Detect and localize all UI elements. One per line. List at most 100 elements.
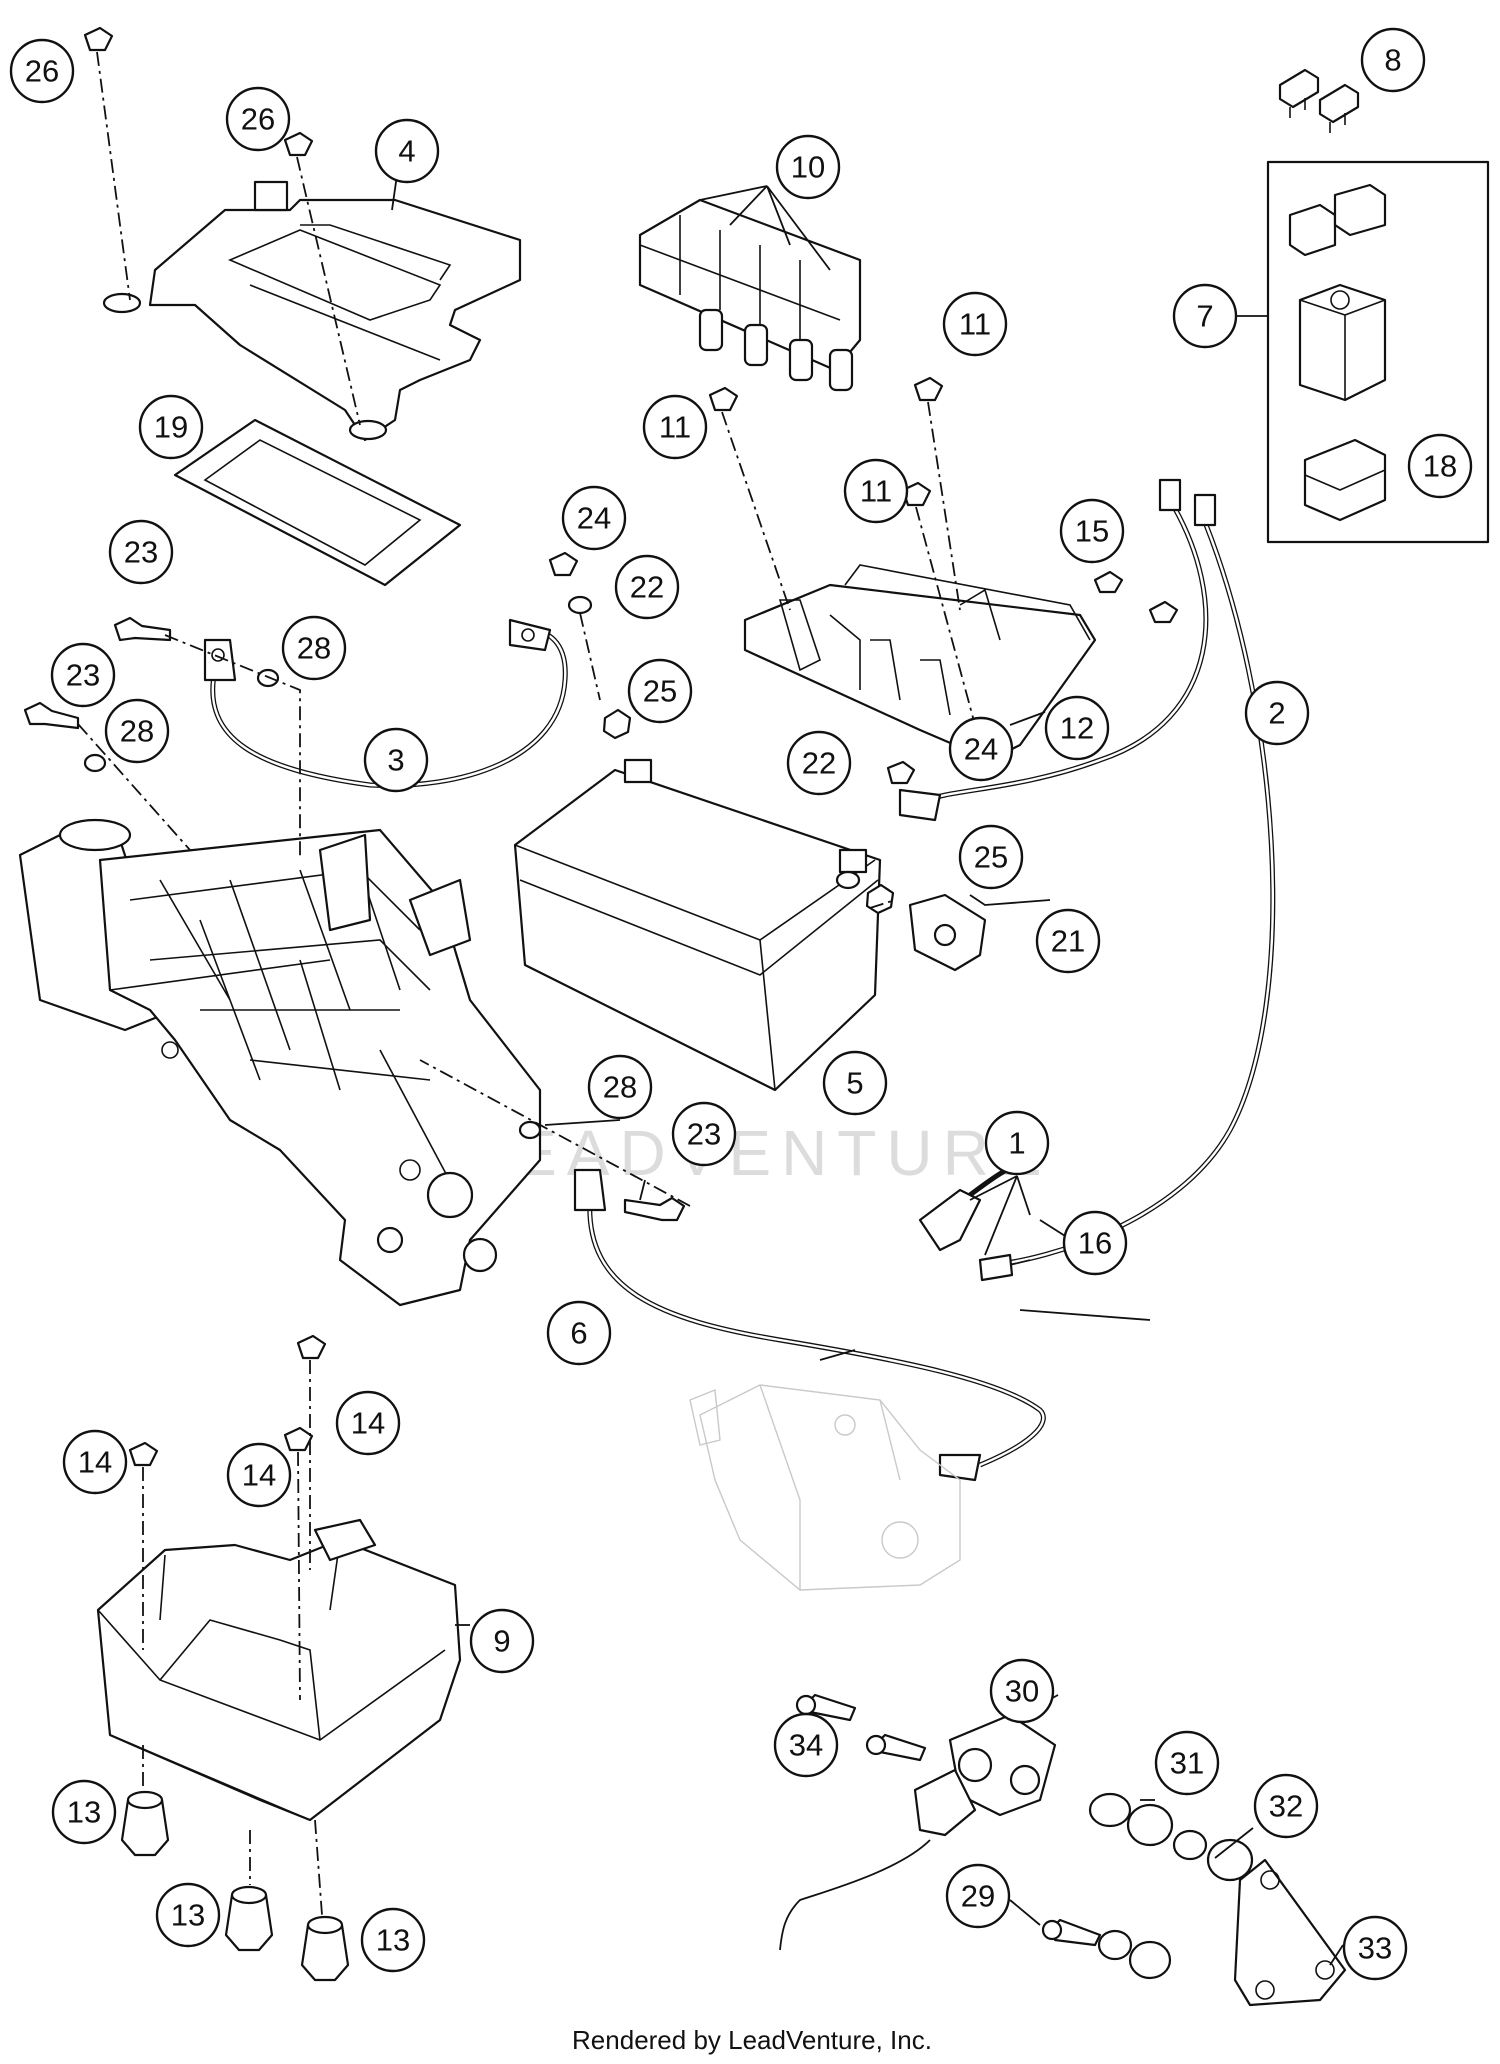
callout-23a-label: 23 [124, 535, 158, 570]
callout-28a: 28 [281, 615, 347, 681]
part-19-pad [173, 418, 462, 587]
callout-1-label: 1 [1008, 1126, 1025, 1161]
callout-13a-label: 13 [67, 1795, 101, 1830]
callout-26b-label: 26 [241, 102, 275, 137]
callout-12: 12 [1044, 695, 1110, 761]
callout-13a: 13 [51, 1779, 117, 1845]
part-8-fuses [1278, 68, 1360, 133]
callout-16-label: 16 [1078, 1226, 1112, 1261]
callout-3-label: 3 [387, 743, 404, 778]
callout-15: 15 [1059, 498, 1125, 564]
callout-28c: 28 [587, 1054, 653, 1120]
cable-3 [203, 618, 568, 789]
callout-15-label: 15 [1075, 514, 1109, 549]
callout-23b-label: 23 [66, 658, 100, 693]
callout-31-label: 31 [1170, 1746, 1204, 1781]
callout-33: 33 [1342, 1915, 1408, 1981]
callout-23c-label: 23 [687, 1117, 721, 1152]
callout-7-label: 7 [1196, 299, 1213, 334]
callout-22a: 22 [614, 554, 680, 620]
starter-gear-group [779, 1693, 1347, 2007]
callout-4: 4 [374, 118, 440, 184]
callout-24a: 24 [561, 485, 627, 551]
part-21-terminal-cover [908, 893, 987, 972]
callout-14a: 14 [62, 1429, 128, 1495]
callout-30: 30 [989, 1658, 1055, 1724]
frame [18, 818, 542, 1307]
footer-credit: Rendered by LeadVenture, Inc. [572, 2025, 932, 2055]
callout-6: 6 [546, 1300, 612, 1366]
cable-6 [573, 1168, 1046, 1482]
callout-11b: 11 [942, 291, 1008, 357]
callout-18-label: 18 [1423, 449, 1457, 484]
callout-9: 9 [469, 1608, 535, 1674]
callout-25a: 25 [627, 658, 693, 724]
callout-23c: 23 [671, 1101, 737, 1167]
callout-22b: 22 [786, 730, 852, 796]
callout-25b-label: 25 [974, 840, 1008, 875]
part-13-rubber-feet [120, 1745, 350, 1982]
callout-14c-label: 14 [242, 1458, 276, 1493]
callout-28a-label: 28 [297, 631, 331, 666]
callout-13c-label: 13 [376, 1923, 410, 1958]
callout-23b: 23 [50, 642, 116, 708]
callout-12-label: 12 [1060, 711, 1094, 746]
callout-29-label: 29 [961, 1879, 995, 1914]
callout-2-label: 2 [1268, 696, 1285, 731]
callout-8: 8 [1360, 27, 1426, 93]
callout-22b-label: 22 [802, 746, 836, 781]
callout-1: 1 [984, 1110, 1050, 1176]
callout-13b-label: 13 [171, 1898, 205, 1933]
callout-10: 10 [775, 134, 841, 200]
watermark-text: LEADVENTURE [469, 1117, 1052, 1189]
fasteners [23, 26, 976, 1701]
callout-22a-label: 22 [630, 570, 664, 605]
callout-14a-label: 14 [78, 1445, 112, 1480]
callout-14b-label: 14 [351, 1406, 385, 1441]
callout-3: 3 [363, 727, 429, 793]
callout-26a-label: 26 [25, 54, 59, 89]
cable-1-16 [918, 1157, 1031, 1282]
callout-5: 5 [822, 1050, 888, 1116]
callout-24a-label: 24 [577, 501, 611, 536]
callout-34: 34 [773, 1712, 839, 1778]
callout-28c-label: 28 [603, 1070, 637, 1105]
callout-19: 19 [138, 394, 204, 460]
callout-26b: 26 [225, 86, 291, 152]
callout-7: 7 [1172, 283, 1238, 349]
callout-6-label: 6 [570, 1316, 587, 1351]
callout-10-label: 10 [791, 150, 825, 185]
callout-33-label: 33 [1358, 1931, 1392, 1966]
callout-11c: 11 [843, 458, 909, 524]
callout-31: 31 [1154, 1730, 1220, 1796]
starter-motor [689, 1384, 961, 1591]
callout-28b: 28 [104, 698, 170, 764]
callout-2: 2 [1244, 680, 1310, 746]
callout-14b: 14 [335, 1390, 401, 1456]
callout-25a-label: 25 [643, 674, 677, 709]
callout-5-label: 5 [846, 1066, 863, 1101]
callout-19-label: 19 [154, 410, 188, 445]
callout-24b: 24 [948, 716, 1014, 782]
callout-21-label: 21 [1051, 924, 1085, 959]
callout-32: 32 [1253, 1773, 1319, 1839]
callout-18: 18 [1407, 433, 1473, 499]
part-5-battery [513, 758, 882, 1092]
part-12-holder [743, 564, 1097, 762]
callout-30-label: 30 [1005, 1674, 1039, 1709]
part-10-relay-block [638, 198, 862, 392]
callout-16: 16 [1062, 1210, 1128, 1276]
callout-21: 21 [1035, 908, 1101, 974]
callout-13b: 13 [155, 1882, 221, 1948]
callout-8-label: 8 [1384, 43, 1401, 78]
callout-9-label: 9 [493, 1624, 510, 1659]
callout-4-label: 4 [398, 134, 415, 169]
callout-29: 29 [945, 1863, 1011, 1929]
callout-11a-label: 11 [659, 410, 691, 445]
callout-14c: 14 [226, 1442, 292, 1508]
callout-26a: 26 [9, 38, 75, 104]
callout-25b: 25 [958, 824, 1024, 890]
callout-11c-label: 11 [860, 474, 892, 509]
callout-28b-label: 28 [120, 714, 154, 749]
